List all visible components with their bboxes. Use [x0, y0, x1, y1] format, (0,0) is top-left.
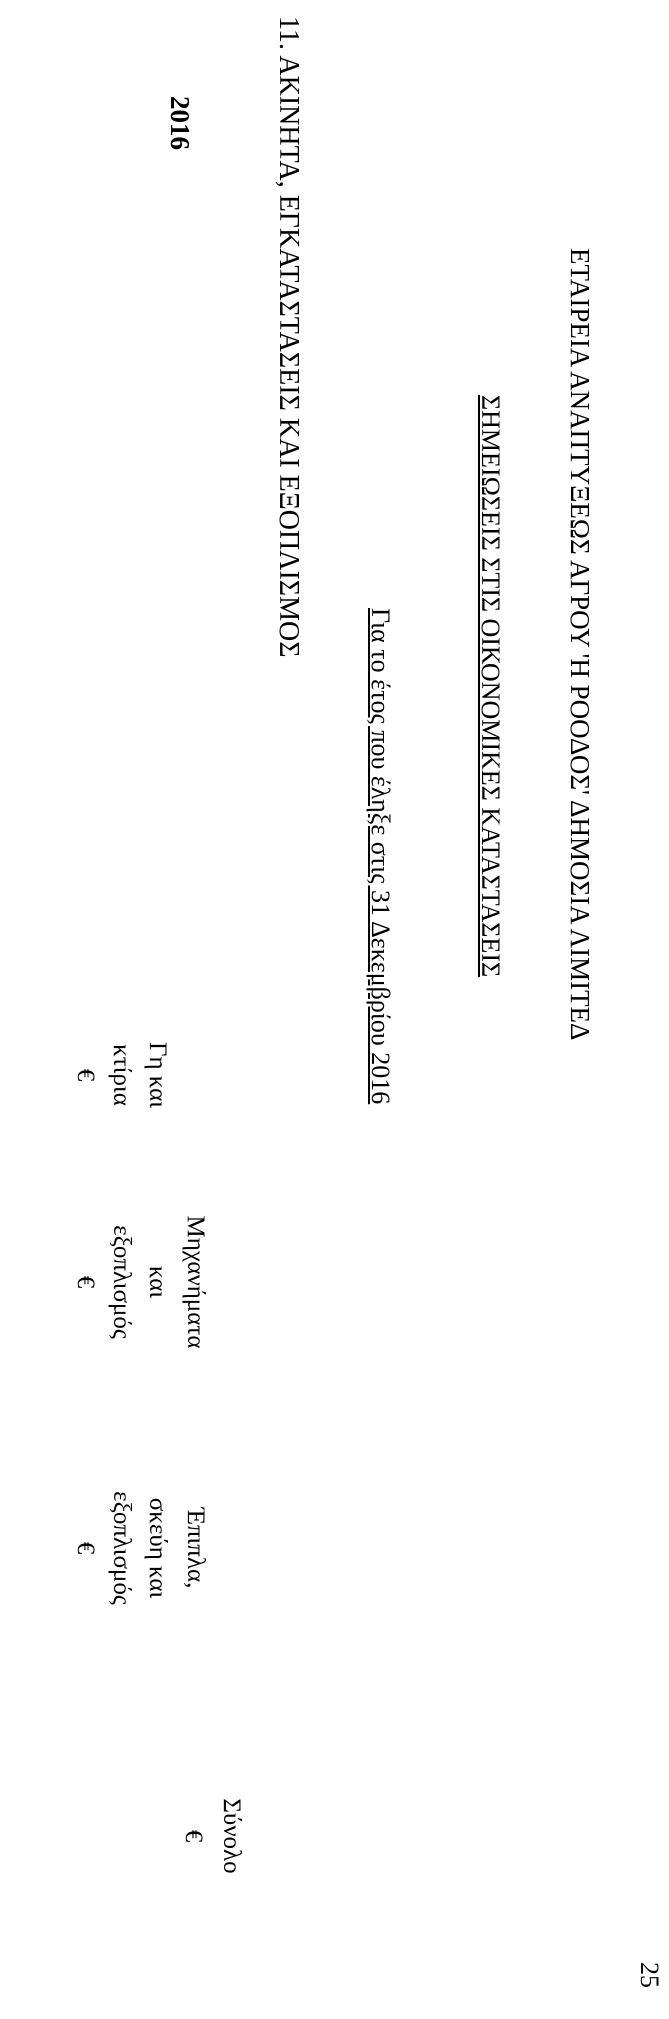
column-header-line: Σύνολο: [218, 1798, 245, 1874]
company-title: ΕΤΑΙΡΕΙΑ ΑΝΑΠΤΥΞΕΩΣ ΑΓΡΟΥ 'Η ΡΟΟΔΟΣ' ΔΗΜ…: [565, 248, 595, 1041]
column-header-line: Γη και: [144, 1042, 171, 1108]
column-header-line: εξοπλισμός: [108, 1491, 135, 1605]
section-heading: 11. ΑΚΙΝΗΤΑ, ΕΓΚΑΤΑΣΤΑΣΕΙΣ ΚΑΙ ΕΞΟΠΛΙΣΜΟ…: [273, 16, 304, 658]
column-header-line: εξοπλισμός: [108, 1225, 135, 1339]
notes-title: ΣΗΜΕΙΩΣΕΙΣ ΣΤΙΣ ΟΙΚΟΝΟΜΙΚΕΣ ΚΑΤΑΣΤΑΣΕΙΣ: [476, 395, 505, 978]
column-header-total: Σύνολο €: [170, 1776, 245, 1896]
column-header-furniture: Έπιπλα, σκεύη και εξοπλισμός €: [68, 1448, 209, 1648]
column-header-line: Έπιπλα,: [182, 1507, 209, 1589]
column-header-line: και: [144, 1265, 171, 1299]
currency-symbol: €: [72, 1275, 99, 1289]
column-header-line: σκεύη και: [144, 1497, 171, 1599]
column-header-line: Μηχανήματα: [182, 1215, 209, 1349]
year-label: 2016: [165, 96, 195, 150]
page-number: 25: [635, 1962, 664, 1988]
column-header-machinery: Μηχανήματα και εξοπλισμός €: [68, 1182, 209, 1382]
column-header-line: κτίρια: [108, 1044, 135, 1106]
currency-symbol: €: [72, 1068, 99, 1082]
period-subtitle: Για το έτος που έληξε στις 31 Δεκεμβρίου…: [366, 608, 395, 1105]
column-header-land-buildings: Γη και κτίρια €: [68, 1010, 171, 1140]
currency-symbol: €: [180, 1829, 207, 1843]
currency-symbol: €: [72, 1541, 99, 1555]
